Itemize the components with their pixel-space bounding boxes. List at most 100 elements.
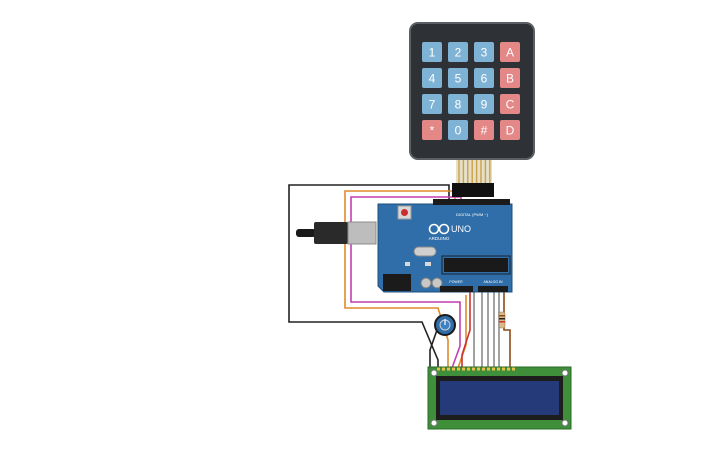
- lcd-pin-header: [437, 367, 515, 371]
- lcd-16x2: [427, 366, 572, 430]
- lcd-pin: [442, 367, 445, 371]
- smd-component-2: [425, 262, 431, 266]
- keypad-key-label: *: [430, 124, 435, 138]
- keypad-key-label: A: [506, 46, 514, 60]
- resistor: [498, 311, 506, 329]
- ribbon-header: [452, 183, 494, 197]
- lcd-pin: [477, 367, 480, 371]
- arduino-uno: DIGITAL (PWM ~) ARDUINO UNO POWER ANALOG…: [296, 199, 513, 293]
- keypad-key-cap: [422, 94, 442, 114]
- keypad-key-cap: [474, 120, 494, 140]
- lcd-pin: [507, 367, 510, 371]
- smd-component-1: [405, 262, 410, 266]
- keypad-key-cap: [500, 68, 520, 88]
- power-label: POWER: [449, 280, 463, 284]
- keypad-ribbon: [452, 160, 494, 197]
- wire-brown: [503, 292, 511, 368]
- keypad-key[interactable]: 6: [474, 68, 494, 88]
- lcd-pin: [492, 367, 495, 371]
- keypad-key[interactable]: 2: [448, 42, 468, 62]
- keypad-key[interactable]: 8: [448, 94, 468, 114]
- keypad-key[interactable]: 0: [448, 120, 468, 140]
- lcd-pin: [487, 367, 490, 371]
- wire-red: [461, 292, 471, 368]
- keypad-key-cap: [448, 68, 468, 88]
- wire-black: [288, 184, 450, 368]
- keypad-key[interactable]: D: [500, 120, 520, 140]
- lcd-pin: [482, 367, 485, 371]
- keypad-key[interactable]: 5: [448, 68, 468, 88]
- keypad-key-cap: [448, 42, 468, 62]
- lcd-mount-hole-bl: [430, 419, 438, 427]
- lcd-pin: [467, 367, 470, 371]
- wire-pot-left: [429, 329, 438, 368]
- keypad-key-cap: [422, 68, 442, 88]
- keypad-key-label: B: [506, 72, 514, 86]
- analog-label: ANALOG IN: [483, 280, 503, 284]
- usb-connector: [347, 221, 377, 245]
- keypad-key-label: #: [481, 124, 488, 138]
- lcd-screen: [440, 381, 559, 415]
- lcd-pin: [452, 367, 455, 371]
- crystal-oscillator: [413, 246, 437, 257]
- keypad-key-label: 6: [481, 72, 488, 86]
- lcd-pin: [457, 367, 460, 371]
- capacitor-2: [431, 277, 443, 289]
- usb-cable: [296, 229, 316, 237]
- lcd-pin: [502, 367, 505, 371]
- keypad-key[interactable]: 3: [474, 42, 494, 62]
- arduino-brand: ARDUINO: [429, 236, 450, 241]
- keypad-key-cap: [474, 42, 494, 62]
- reset-button-cap: [401, 209, 408, 216]
- keypad-key-cap: [422, 42, 442, 62]
- arduino-logo: ARDUINO: [429, 223, 450, 241]
- lcd-pin: [472, 367, 475, 371]
- capacitor-1: [420, 277, 432, 289]
- usb-plug: [314, 222, 348, 244]
- keypad-key-cap: [422, 120, 442, 140]
- keypad-key[interactable]: 9: [474, 94, 494, 114]
- keypad-key[interactable]: A: [500, 42, 520, 62]
- keypad-key-label: 9: [481, 98, 488, 112]
- lcd-mount-hole-tl: [430, 369, 438, 377]
- keypad-key-label: 1: [429, 46, 436, 60]
- keypad-key[interactable]: 7: [422, 94, 442, 114]
- keypad-key[interactable]: B: [500, 68, 520, 88]
- keypad-key-cap: [448, 120, 468, 140]
- keypad-key-cap: [500, 42, 520, 62]
- keypad-key[interactable]: *: [422, 120, 442, 140]
- keypad-key-label: 2: [455, 46, 462, 60]
- keypad-key-label: 7: [429, 98, 436, 112]
- keypad-key-cap: [474, 94, 494, 114]
- keypad-key[interactable]: 4: [422, 68, 442, 88]
- power-jack: [383, 274, 411, 291]
- lcd-pin: [497, 367, 500, 371]
- keypad-key-cap: [500, 120, 520, 140]
- keypad-key-label: 3: [481, 46, 488, 60]
- keypad-key-label: 8: [455, 98, 462, 112]
- ribbon-base: [456, 160, 492, 184]
- keypad-key-label: C: [506, 98, 515, 112]
- lcd-pin: [512, 367, 515, 371]
- potentiometer: [434, 314, 456, 336]
- keypad-key-label: 5: [455, 72, 462, 86]
- lcd-pin: [437, 367, 440, 371]
- lcd-pin: [462, 367, 465, 371]
- lcd-mount-hole-br: [561, 419, 569, 427]
- keypad-key[interactable]: #: [474, 120, 494, 140]
- lcd-pin: [447, 367, 450, 371]
- lcd-mount-hole-tr: [561, 369, 569, 377]
- keypad-key-cap: [448, 94, 468, 114]
- keypad-key-cap: [500, 94, 520, 114]
- digital-header: [433, 199, 510, 205]
- keypad-key[interactable]: 1: [422, 42, 442, 62]
- keypad-key-label: 0: [455, 124, 462, 138]
- atmega-chip: [444, 258, 508, 272]
- keypad-key[interactable]: C: [500, 94, 520, 114]
- arduino-model: UNO: [451, 224, 471, 234]
- digital-label: DIGITAL (PWM ~): [456, 212, 489, 217]
- chip-socket: [441, 255, 511, 275]
